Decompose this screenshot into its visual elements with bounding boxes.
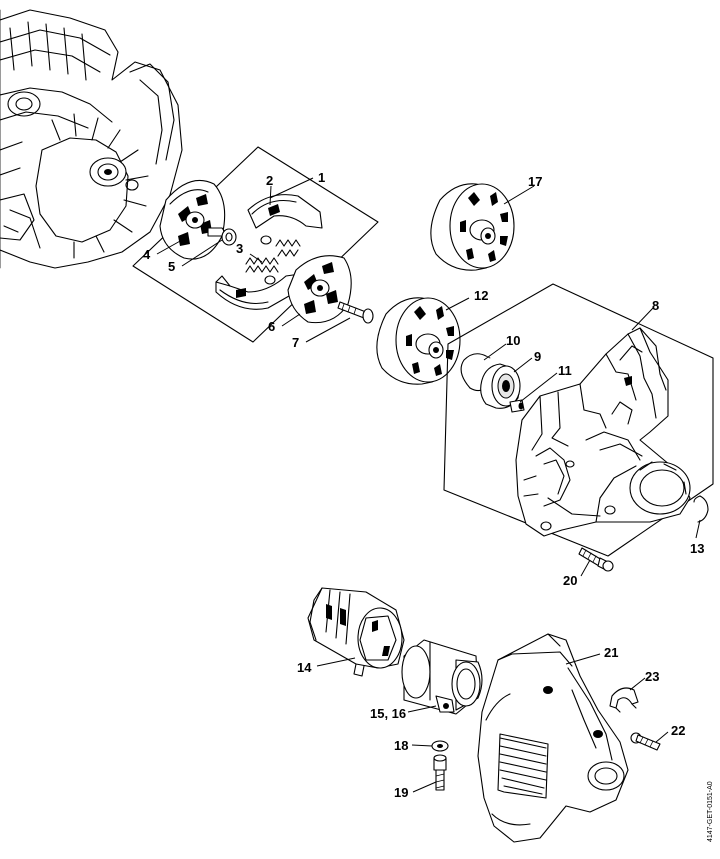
drawing-reference: 4147-GET-0151-A0: [707, 781, 714, 842]
callout-21: 21: [604, 645, 618, 660]
callout-labels: 1 2 3 4 5 6 7 17 12 10 9 11 8 13 20 14 1…: [143, 170, 704, 800]
screw-part-19: [433, 754, 447, 791]
callout-1: 1: [318, 170, 325, 185]
clutch-plate-right: [287, 255, 352, 324]
clutch-housing: [515, 327, 691, 537]
clutch-springs: [245, 235, 301, 285]
callout-17: 17: [528, 174, 542, 189]
callout-19: 19: [394, 785, 408, 800]
clutch-drum-upper: [430, 183, 515, 271]
callout-12: 12: [474, 288, 488, 303]
callout-10: 10: [506, 333, 520, 348]
callout-22: 22: [671, 723, 685, 738]
callout-5: 5: [168, 259, 175, 274]
callout-14: 14: [297, 660, 312, 675]
cover-housing-part-21: [477, 633, 629, 843]
callout-3: 3: [236, 241, 243, 256]
tube-part-15-16: [401, 639, 483, 715]
engine-block: [0, 9, 183, 269]
callout-4: 4: [143, 247, 151, 262]
washer-part-5: [221, 228, 237, 246]
callout-18: 18: [394, 738, 408, 753]
washer-part-18: [431, 740, 449, 752]
screw-part-22: [630, 732, 661, 751]
ball-bearing-part-9: [480, 363, 521, 409]
clip-part-23: [609, 687, 639, 713]
callout-11: 11: [558, 363, 572, 378]
callout-23: 23: [645, 669, 659, 684]
callout-13: 13: [690, 541, 704, 556]
clutch-drum-lower: [376, 297, 461, 385]
drive-sleeve-part-14: [307, 587, 405, 677]
callout-9: 9: [534, 349, 541, 364]
screw-part-7: [337, 301, 374, 324]
callout-20: 20: [563, 573, 577, 588]
screw-part-20: [578, 547, 614, 572]
callout-15-16: 15, 16: [370, 706, 406, 721]
callout-7: 7: [292, 335, 299, 350]
needle-sleeve-part-11: [509, 399, 525, 413]
retaining-ring-part-13: [693, 495, 709, 523]
callout-2: 2: [266, 173, 273, 188]
callout-8: 8: [652, 298, 659, 313]
callout-6: 6: [268, 319, 275, 334]
housing-group-outline: [443, 283, 714, 557]
leader-lines: [156, 177, 701, 793]
